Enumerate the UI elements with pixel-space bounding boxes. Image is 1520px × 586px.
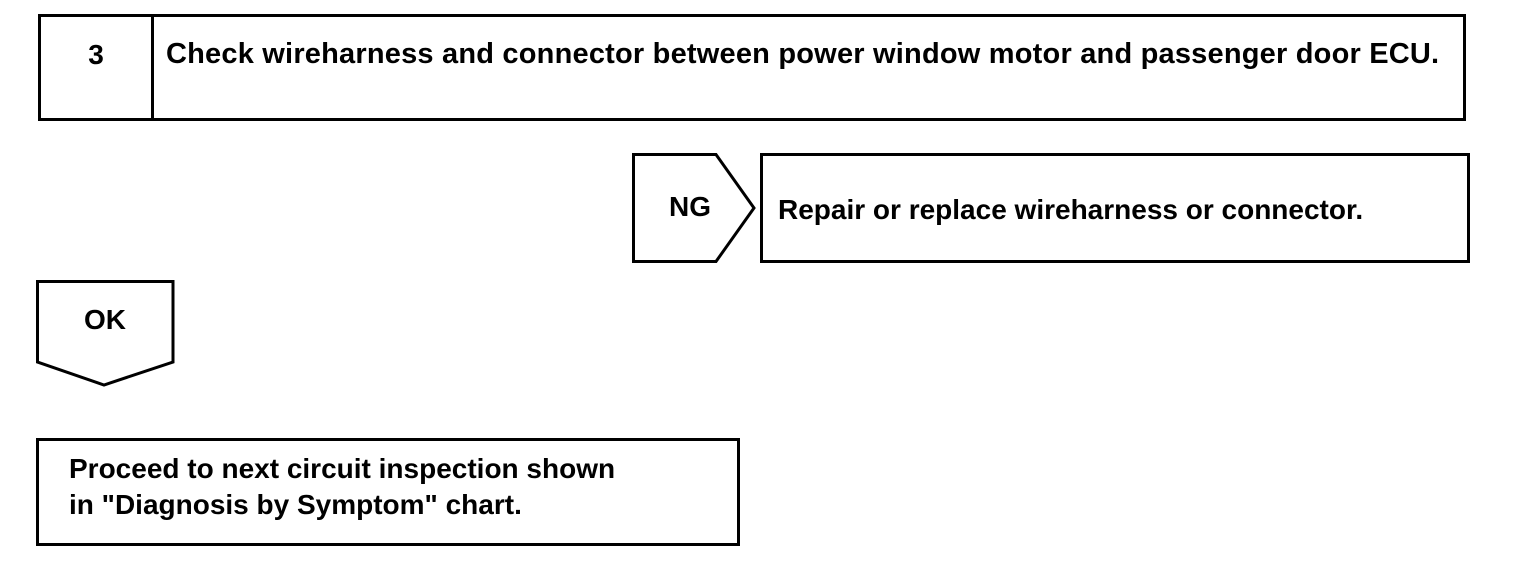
step-number: 3 — [41, 17, 154, 118]
ok-action-line-2: in "Diagnosis by Symptom" chart. — [69, 489, 522, 520]
step-box: 3 Check wireharness and connector betwee… — [38, 14, 1466, 121]
ng-label: NG — [669, 191, 711, 222]
ok-action-line-1: Proceed to next circuit inspection shown — [69, 453, 616, 484]
ng-arrow-tag: NG — [632, 153, 758, 263]
ok-arrow-tag: OK — [36, 280, 176, 388]
ok-action-box: Proceed to next circuit inspection shown… — [36, 438, 740, 546]
ng-action-box: Repair or replace wireharness or connect… — [760, 153, 1470, 263]
ok-label: OK — [84, 304, 126, 335]
step-title: Check wireharness and connector between … — [166, 38, 1440, 70]
right-arrow-shape — [632, 153, 756, 263]
down-arrow-shape — [36, 280, 175, 387]
